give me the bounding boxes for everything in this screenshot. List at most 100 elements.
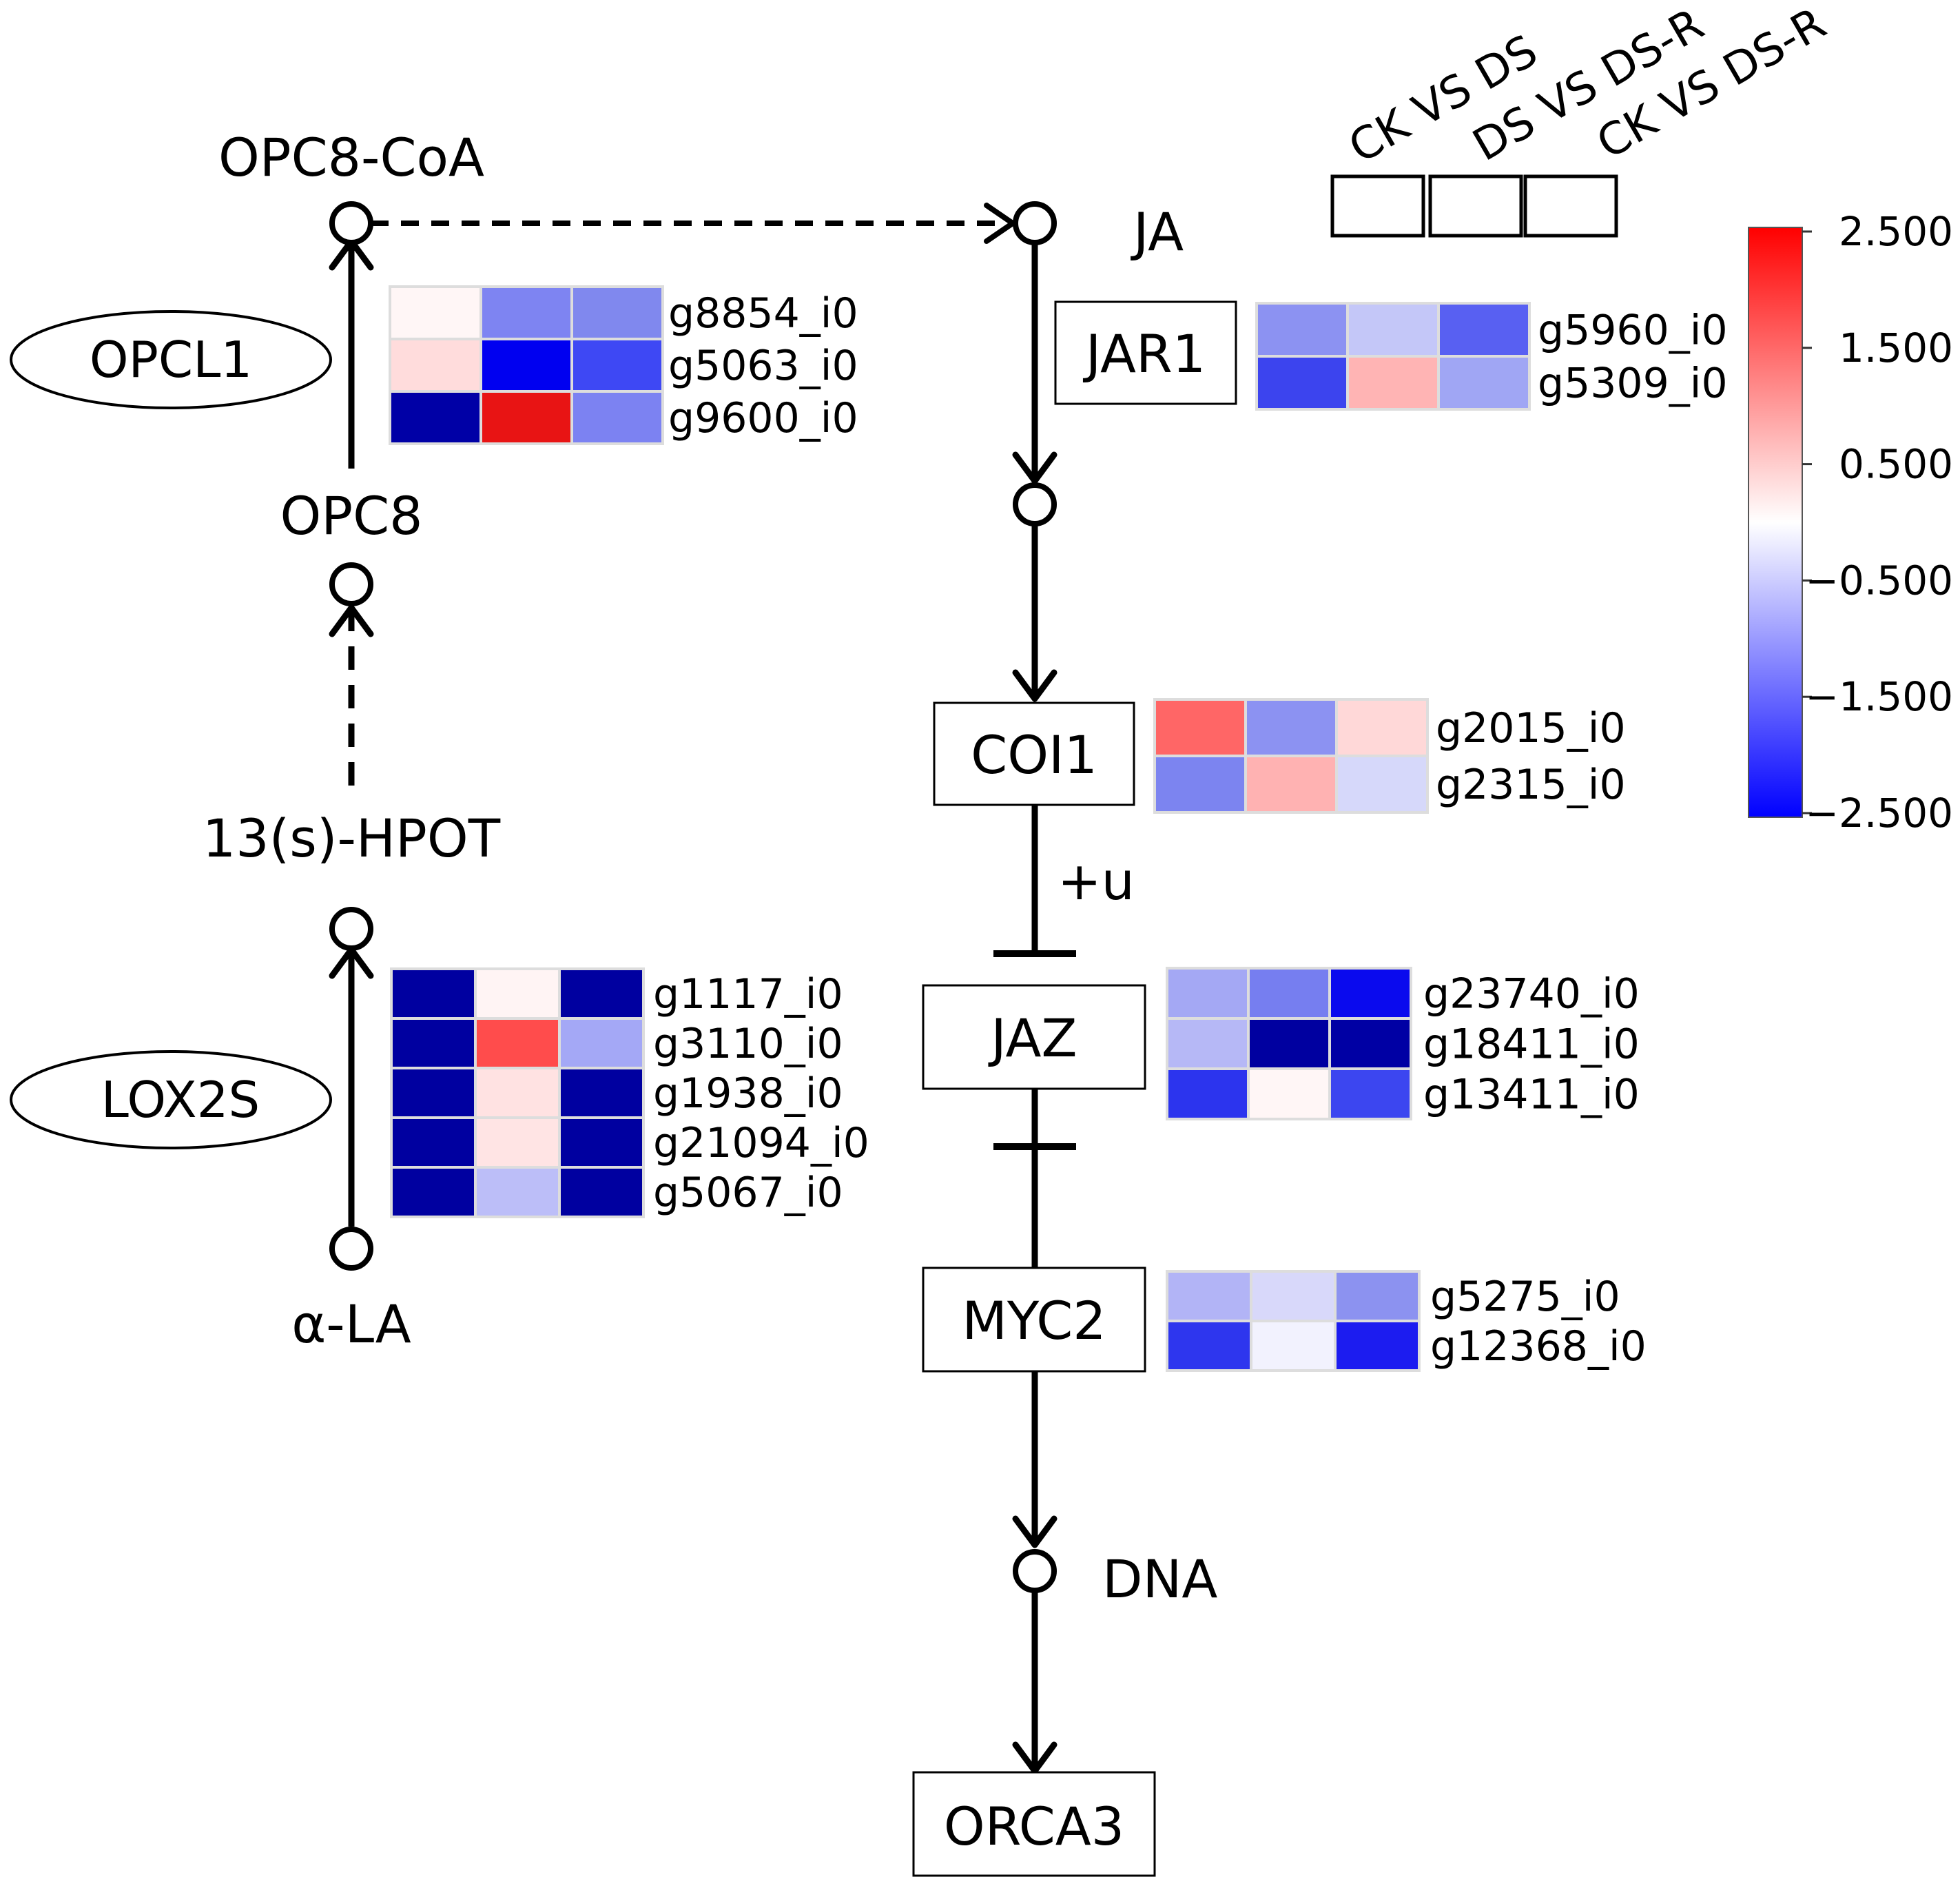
heatmap-cell <box>390 1067 477 1119</box>
heatmap-cell <box>1244 755 1338 814</box>
label-opc8coa: OPC8-CoA <box>218 127 484 188</box>
heatmap-cell <box>1166 967 1250 1020</box>
heatmap-cell <box>558 1116 645 1169</box>
gene-label: g5309_i0 <box>1538 360 1728 408</box>
heatmap-cell <box>474 1166 561 1218</box>
heatmap-cell <box>474 967 561 1020</box>
heatmap-cell <box>570 338 664 393</box>
heatmap-cell <box>1437 355 1531 411</box>
heatmap-cell <box>474 1017 561 1069</box>
enzyme-label-myc2: MYC2 <box>962 1290 1106 1351</box>
heatmap-cell <box>570 390 664 445</box>
arrowhead-hpot-to-opc8 <box>329 604 374 637</box>
gene-label: g21094_i0 <box>653 1119 869 1167</box>
enzyme-box-myc2 <box>922 1267 1146 1373</box>
enzyme-label-lox2s: LOX2S <box>101 1071 260 1129</box>
heatmap-cell <box>1335 698 1429 757</box>
legend-tick-label: 2.500 <box>1839 208 1953 255</box>
arrowhead-ja-to-node <box>1012 451 1058 484</box>
gene-label: g3110_i0 <box>653 1020 843 1068</box>
enzyme-label-coi1: COI1 <box>971 724 1097 786</box>
gene-label: g13411_i0 <box>1423 1071 1640 1119</box>
heatmap-coi1: g2015_i0 g2315_i0 <box>1153 698 1626 814</box>
heatmap-cell <box>1166 1067 1250 1120</box>
heatmap-cell <box>1153 698 1247 757</box>
label-ja: JA <box>1131 201 1184 263</box>
heatmap-cell <box>479 390 573 445</box>
gene-label: g8854_i0 <box>668 289 858 338</box>
enzyme-opcl1 <box>10 310 332 409</box>
heatmap-cell <box>1166 1320 1252 1372</box>
gene-label: g23740_i0 <box>1423 970 1640 1018</box>
heatmap-cell <box>479 338 573 393</box>
heatmap-cell <box>1247 967 1331 1020</box>
heatmap-cell <box>1166 1270 1252 1322</box>
heatmap-cell <box>1328 1017 1412 1070</box>
enzyme-label-jar1: JAR1 <box>1083 323 1206 385</box>
heatmap-cell <box>390 1166 477 1218</box>
legend-tick-label: −2.500 <box>1805 790 1953 837</box>
heatmap-cell <box>1247 1067 1331 1120</box>
enzyme-box-jar1 <box>1054 300 1237 405</box>
condition-key-box <box>1523 174 1618 238</box>
gene-label: g9600_i0 <box>668 394 858 442</box>
legend-tick-label: −0.500 <box>1805 557 1953 604</box>
gene-label: g18411_i0 <box>1423 1021 1640 1069</box>
enzyme-label-opcl1: OPCL1 <box>90 331 252 389</box>
heatmap-cell <box>479 285 573 340</box>
legend-tick-label: 1.500 <box>1839 325 1953 371</box>
heatmap-cell <box>558 967 645 1020</box>
heatmap-cell <box>1328 967 1412 1020</box>
heatmap-cell <box>1247 1017 1331 1070</box>
heatmap-cell <box>389 338 482 393</box>
heatmap-cell <box>389 390 482 445</box>
metabolite-node-opc8 <box>329 562 373 606</box>
color-legend: 2.500 1.500 0.500 −0.500 −1.500 −2.500 <box>1748 208 1953 837</box>
enzyme-label-orca3: ORCA3 <box>944 1796 1124 1857</box>
heatmap-cell <box>1166 1017 1250 1070</box>
heatmap-cell <box>558 1017 645 1069</box>
arrowhead-dna-to-orca3 <box>1012 1741 1058 1774</box>
gene-label: g1117_i0 <box>653 970 843 1018</box>
enzyme-box-jaz <box>922 984 1146 1090</box>
metabolite-node-ala <box>329 1227 373 1271</box>
legend-tick-label: 0.500 <box>1839 441 1953 488</box>
label-dna: DNA <box>1102 1548 1217 1610</box>
enzyme-label-jaz: JAZ <box>988 1007 1077 1069</box>
arrowhead-myc2-to-dna <box>1012 1515 1058 1548</box>
heatmap-cell <box>1250 1270 1337 1322</box>
label-ala: α-LA <box>291 1293 411 1355</box>
heatmap-cell <box>389 285 482 340</box>
gene-label: g5275_i0 <box>1430 1273 1620 1321</box>
label-hpot: 13(s)-HPOT <box>203 808 501 869</box>
heatmap-cell <box>1346 302 1440 358</box>
label-opc8: OPC8 <box>280 485 422 546</box>
heatmap-cell <box>1244 698 1338 757</box>
legend-tick-label: −1.500 <box>1805 673 1953 720</box>
heatmap-cell <box>570 285 664 340</box>
heatmap-cell <box>1334 1270 1421 1322</box>
gene-label: g5063_i0 <box>668 342 858 390</box>
heatmap-cell <box>1255 302 1349 358</box>
condition-key: CK VS DS DS VS DS-R CK VS DS-R <box>1330 0 1835 238</box>
heatmap-cell <box>390 967 477 1020</box>
metabolite-node-ja-ile <box>1013 482 1057 526</box>
gene-label: g2015_i0 <box>1436 704 1626 752</box>
heatmap-cell <box>1255 355 1349 411</box>
metabolite-node-opc8coa <box>329 201 373 245</box>
heatmap-cell <box>558 1166 645 1218</box>
heatmap-cell <box>1335 755 1429 814</box>
heatmap-cell <box>1334 1320 1421 1372</box>
gene-label: g5067_i0 <box>653 1169 843 1217</box>
heatmap-lox2s: g1117_i0g3110_i0g1938_i0g21094_i0g5067_i… <box>390 967 869 1218</box>
heatmap-cell <box>1437 302 1531 358</box>
gene-label: g2315_i0 <box>1436 761 1626 809</box>
metabolite-node-hpot <box>329 907 373 951</box>
heatmap-cell <box>390 1116 477 1169</box>
gene-label: g1938_i0 <box>653 1069 843 1118</box>
